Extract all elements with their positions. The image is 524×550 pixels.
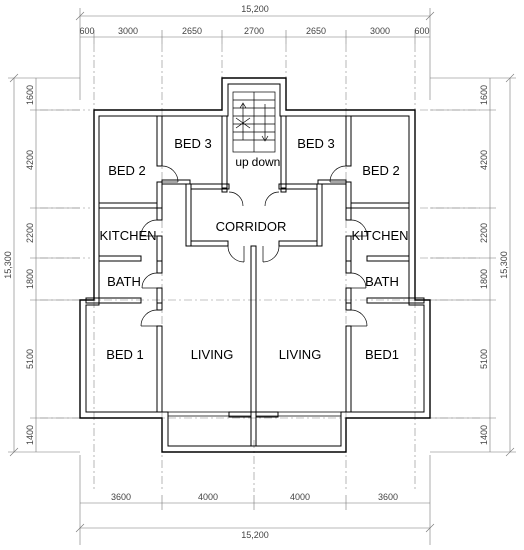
- bottom-total-dim: 15,200: [241, 530, 269, 540]
- right-dimension-lines: [430, 73, 516, 457]
- left-total-dim: 15,300: [3, 251, 13, 279]
- left-dimension-lines: [8, 73, 80, 457]
- room-bath-left: BATH: [107, 274, 141, 289]
- right-dim-2: 4200: [479, 150, 489, 170]
- right-dim-5: 5100: [479, 349, 489, 369]
- door-swings: [140, 165, 368, 327]
- right-dim-3: 2200: [479, 223, 489, 243]
- left-dim-5: 5100: [25, 349, 35, 369]
- room-bath-right: BATH: [365, 274, 399, 289]
- room-bed2-left: BED 2: [108, 163, 146, 178]
- bottom-dim-3: 4000: [290, 492, 310, 502]
- left-dim-2: 4200: [25, 150, 35, 170]
- top-dim-7: 600: [414, 26, 429, 36]
- room-kitchen-right: KITCHEN: [351, 228, 408, 243]
- top-dim-2: 3000: [118, 26, 138, 36]
- top-dim-6: 3000: [370, 26, 390, 36]
- room-bed1-right: BED1: [365, 347, 399, 362]
- bottom-dim-2: 4000: [198, 492, 218, 502]
- top-total-dim: 15,200: [241, 4, 269, 14]
- bottom-dim-1: 3600: [111, 492, 131, 502]
- left-dim-3: 2200: [25, 223, 35, 243]
- interior-walls-left: [85, 115, 228, 413]
- room-living-left: LIVING: [191, 347, 234, 362]
- right-dim-6: 1400: [479, 425, 489, 445]
- room-living-right: LIVING: [279, 347, 322, 362]
- room-bed3-left: BED 3: [174, 136, 212, 151]
- bottom-dim-4: 3600: [378, 492, 398, 502]
- room-bed2-right: BED 2: [362, 163, 400, 178]
- right-total-dim: 15,300: [499, 251, 509, 279]
- outer-walls: [79, 77, 431, 453]
- bottom-dimension-lines: [75, 455, 435, 545]
- left-dim-6: 1400: [25, 425, 35, 445]
- room-kitchen-left: KITCHEN: [99, 228, 156, 243]
- axis-grid: [40, 44, 480, 492]
- corridor-walls: [190, 183, 318, 447]
- stair-down-label: down: [252, 155, 281, 169]
- room-bed3-right: BED 3: [297, 136, 335, 151]
- room-corridor: CORRIDOR: [216, 219, 287, 234]
- top-dim-3: 2650: [182, 26, 202, 36]
- right-dim-4: 1800: [479, 269, 489, 289]
- balcony: [168, 411, 341, 418]
- top-dim-4: 2700: [244, 26, 264, 36]
- top-dimension-lines: [75, 8, 435, 100]
- left-dim-4: 1800: [25, 269, 35, 289]
- top-dim-1: 600: [79, 26, 94, 36]
- top-dim-5: 2650: [306, 26, 326, 36]
- room-bed1-left: BED 1: [106, 347, 144, 362]
- staircase: [232, 91, 276, 153]
- interior-walls-right: [280, 115, 425, 413]
- right-dim-1: 1600: [479, 85, 489, 105]
- left-dim-1: 1600: [25, 85, 35, 105]
- stair-up-label: up: [235, 155, 249, 169]
